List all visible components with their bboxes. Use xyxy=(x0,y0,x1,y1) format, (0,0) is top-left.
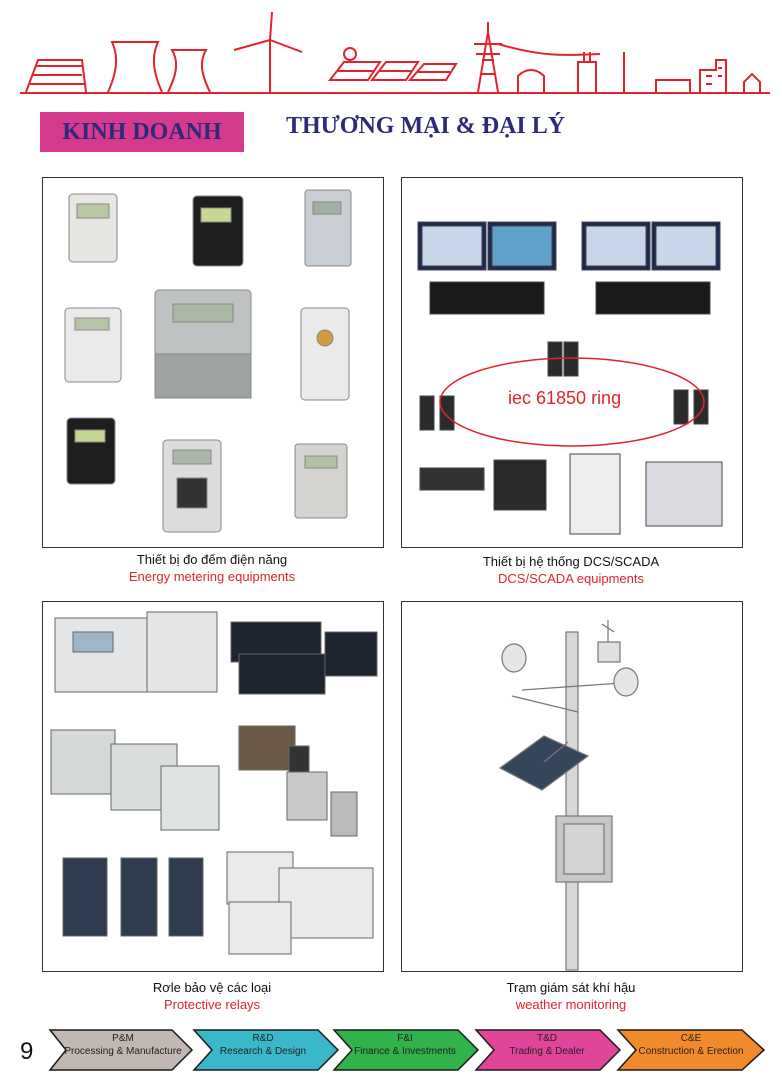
step-name: Trading & Dealer xyxy=(509,1046,585,1057)
step-abbr: R&D xyxy=(252,1033,274,1044)
section-badge-label: KINH DOANH xyxy=(62,118,222,145)
energy-metering-caption: Thiết bị đo đếm điện năng Energy meterin… xyxy=(42,551,382,585)
step-abbr: C&E xyxy=(680,1033,702,1044)
caption-vi: Trạm giám sát khí hậu xyxy=(506,980,636,995)
energy-metering-panel xyxy=(42,177,384,548)
step-name: Research & Design xyxy=(219,1046,307,1057)
step-abbr: P&M xyxy=(112,1033,134,1044)
step-arrow-pm xyxy=(48,1029,194,1071)
step-arrow-fi xyxy=(332,1029,480,1071)
step-arrow-rd xyxy=(192,1029,340,1071)
step-name: Construction & Erection xyxy=(638,1046,744,1057)
weather-monitoring-panel xyxy=(401,601,743,972)
caption-vi: Thiết bị hệ thống DCS/SCADA xyxy=(482,554,660,569)
page-number: 9 xyxy=(20,1038,34,1065)
step-name: Finance & Investments xyxy=(354,1046,456,1057)
step-td: T&D Trading & Dealer xyxy=(482,1032,612,1058)
iec-ring-label: iec 61850 ring xyxy=(508,388,622,408)
process-arrows xyxy=(48,1029,766,1071)
caption-vi: Rơle bảo vệ các loại xyxy=(152,980,272,995)
step-rd: R&D Research & Design xyxy=(198,1032,328,1058)
step-arrow-ce xyxy=(616,1029,766,1071)
dcs-scada-panel: iec 61850 ring xyxy=(401,177,743,548)
step-arrow-td xyxy=(474,1029,622,1071)
page-title: THƯƠNG MẠI & ĐẠI LÝ xyxy=(286,113,566,139)
energy-meters-illustration xyxy=(64,189,352,533)
protective-relays-panel xyxy=(42,601,384,972)
weather-station-illustration xyxy=(498,620,639,971)
caption-en: Energy metering equipments xyxy=(128,569,296,584)
scada-illustration xyxy=(417,221,723,535)
step-fi: F&I Finance & Investments xyxy=(340,1032,470,1058)
section-badge: KINH DOANH xyxy=(40,112,244,152)
header-illustration xyxy=(20,11,770,94)
step-name: Processing & Manufacture xyxy=(64,1046,182,1057)
caption-en: Protective relays xyxy=(163,997,261,1012)
caption-en: weather monitoring xyxy=(515,997,627,1012)
weather-monitoring-caption: Trạm giám sát khí hậu weather monitoring xyxy=(401,979,741,1013)
step-pm: P&M Processing & Manufacture xyxy=(58,1032,188,1058)
step-abbr: T&D xyxy=(537,1033,557,1044)
dcs-scada-caption: Thiết bị hệ thống DCS/SCADA DCS/SCADA eq… xyxy=(401,553,741,587)
caption-vi: Thiết bị đo đếm điện năng xyxy=(136,552,288,567)
protective-relays-caption: Rơle bảo vệ các loại Protective relays xyxy=(42,979,382,1013)
caption-en: DCS/SCADA equipments xyxy=(498,571,644,586)
step-ce: C&E Construction & Erection xyxy=(626,1032,756,1058)
relays-illustration xyxy=(50,611,378,955)
step-abbr: F&I xyxy=(397,1033,413,1044)
